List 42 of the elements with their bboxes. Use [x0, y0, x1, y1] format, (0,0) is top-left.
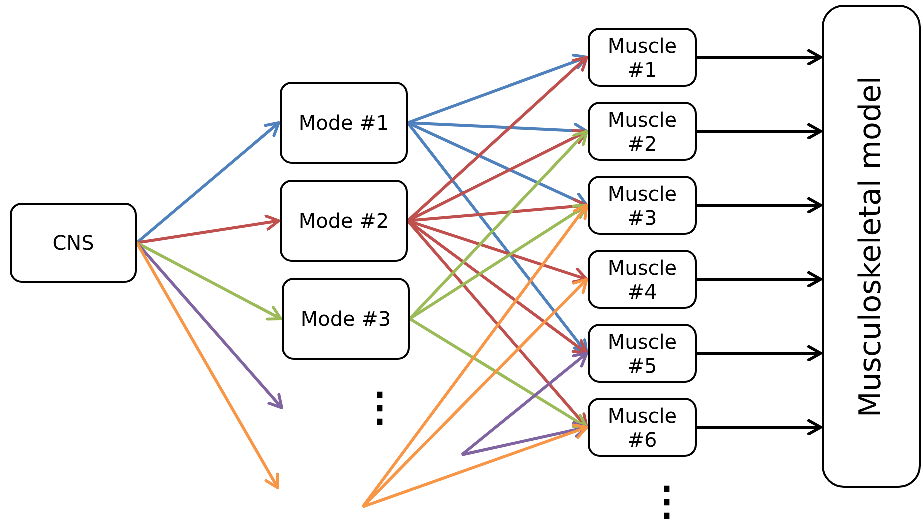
process-box — [282, 278, 410, 360]
process-box — [588, 398, 697, 457]
arrow — [697, 197, 822, 214]
process-box — [588, 28, 697, 87]
node-label: Muscle #4 — [606, 256, 678, 304]
node-label: Mode #2 — [298, 209, 390, 233]
arrow — [136, 242, 282, 321]
arrow — [136, 242, 284, 410]
node-label: Musculoskeletal model — [854, 76, 890, 418]
arrow — [407, 54, 588, 124]
arrow — [697, 419, 822, 436]
process-box — [588, 176, 697, 235]
arrow — [136, 242, 280, 490]
arrow — [362, 424, 588, 508]
arrow — [697, 123, 822, 140]
process-box — [280, 82, 408, 164]
node-label: Muscle #3 — [606, 182, 678, 230]
arrow — [697, 345, 822, 362]
node-label: Muscle #2 — [606, 108, 678, 156]
node-label: Mode #3 — [300, 307, 392, 331]
process-box — [588, 324, 697, 383]
model-panel — [822, 5, 921, 488]
arrow — [409, 204, 588, 320]
node-label: CNS — [52, 231, 94, 255]
node-label: Muscle #1 — [606, 34, 678, 82]
process-box — [10, 203, 137, 283]
ellipsis-mark: ⋮ — [360, 388, 400, 428]
arrow — [462, 422, 588, 456]
process-box — [280, 180, 408, 262]
ellipsis-mark: ⋮ — [647, 482, 687, 522]
arrow — [697, 49, 822, 66]
process-box — [588, 102, 697, 161]
arrow — [409, 318, 588, 429]
node-label: Mode #1 — [298, 111, 390, 135]
arrow — [136, 122, 280, 244]
node-label: Muscle #6 — [606, 404, 678, 452]
process-box — [588, 250, 697, 309]
arrow — [461, 352, 588, 456]
arrow — [136, 214, 280, 244]
arrow — [362, 278, 588, 508]
node-label: Muscle #5 — [606, 330, 678, 378]
arrow — [697, 271, 822, 288]
